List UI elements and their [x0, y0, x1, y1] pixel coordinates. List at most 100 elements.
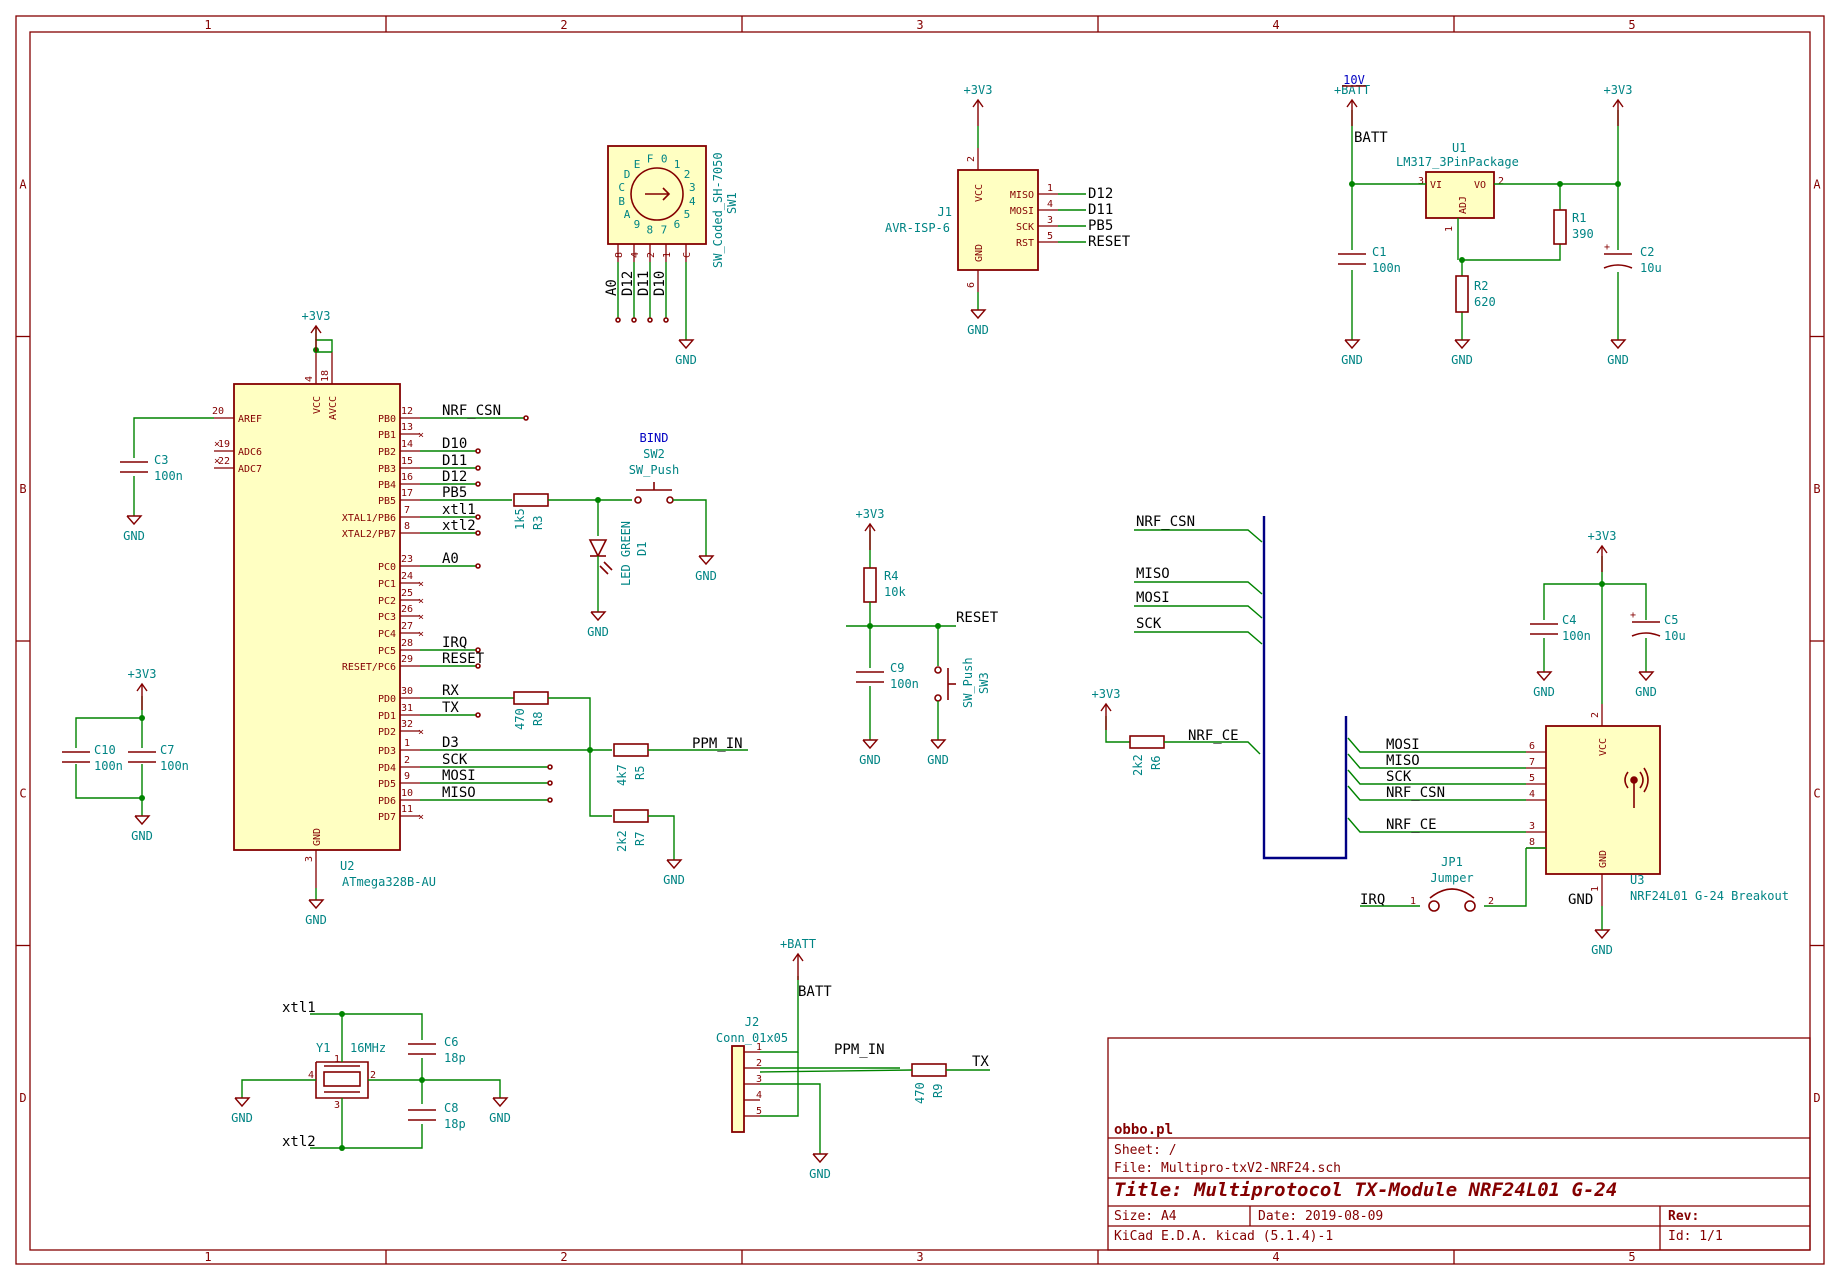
c10-ref: C10: [94, 743, 116, 757]
u2-pin-num: 2: [404, 755, 410, 766]
u2-value: ATmega328B-AU: [342, 875, 436, 889]
u1-pin-vo: 2: [1498, 176, 1504, 187]
bus-entry-wire: [1347, 785, 1526, 801]
u2-pin-num: 7: [404, 505, 410, 516]
power-label: +3V3: [302, 309, 331, 323]
u2-pin-name: PC1: [378, 579, 396, 590]
j1-gnd: GND: [974, 244, 985, 262]
net-end: [475, 530, 481, 536]
power-label: +3V3: [1092, 687, 1121, 701]
u2-pin-name: PB3: [378, 464, 396, 475]
c4-value: 100n: [1562, 629, 1591, 643]
frame-col-label: 3: [916, 18, 923, 32]
u2-pin-name: PD2: [378, 727, 396, 738]
power-up-icon: [310, 324, 322, 334]
u2-pin-num: 9: [404, 771, 410, 782]
u2-net-label: IRQ: [442, 635, 467, 651]
j1-vcc: VCC: [974, 184, 985, 202]
u3-net-label: MOSI: [1386, 737, 1420, 753]
sw1-pin-num: 4: [630, 252, 641, 258]
net-end: [615, 317, 621, 323]
frame-row-label: D: [19, 1091, 26, 1105]
net-end: [475, 481, 481, 487]
u2-pin-name: PD1: [378, 711, 396, 722]
frame-row-label: A: [1813, 177, 1821, 191]
u2-net-label: xtl2: [442, 518, 476, 534]
r1-ref: R1: [1572, 211, 1586, 225]
u2-pin-name: PB4: [378, 480, 396, 491]
reset-section: RESET R4 10k C9 100n SW_Push SW3: [846, 530, 999, 740]
u2-pin-num: 22: [218, 456, 230, 467]
u2-net-label: RX: [442, 683, 459, 699]
ground-label: GND: [131, 829, 153, 843]
ground-icon: [930, 739, 947, 750]
j1-pin-num: 1: [1047, 183, 1053, 194]
ground-label: GND: [859, 753, 881, 767]
u2-pin-name: PD7: [378, 812, 396, 823]
u2-pin-name: VCC: [312, 396, 323, 414]
u2-net-label: D10: [442, 436, 467, 452]
crystal-section: xtl1 xtl2 Y1 16MHz 1 2 3 4 C6 18p C8 18p: [241, 1000, 501, 1151]
u2-pin-num: 4: [304, 376, 315, 382]
j1-net-label: RESET: [1088, 234, 1131, 250]
u2-net-label: D11: [442, 453, 467, 469]
u3-pin-num: 8: [1529, 837, 1535, 848]
sw1-dial-label: C: [618, 181, 625, 194]
u2-pin-num: 13: [401, 422, 413, 433]
u3-net-label: NRF_CSN: [1386, 785, 1445, 801]
sw1-pin-num: 1: [662, 252, 673, 258]
j1-pin-num: 2: [966, 156, 977, 162]
sw1-dial-label: B: [618, 195, 625, 208]
u2-pin-num: 8: [404, 521, 410, 532]
c1-ref: C1: [1372, 245, 1386, 259]
sw3-ref: SW3: [977, 672, 991, 694]
sw1-dial-label: 6: [674, 218, 681, 231]
u3-pin-num: 3: [1529, 821, 1535, 832]
c6-value: 18p: [444, 1051, 466, 1065]
sw1-dial-label: 5: [684, 208, 691, 221]
jp1-p2: 2: [1488, 896, 1494, 907]
u2-pin-num: 25: [401, 588, 413, 599]
u2-pin-name: ADC7: [238, 464, 262, 475]
u1-ref: U1: [1452, 141, 1466, 155]
u2-pin-num: 26: [401, 604, 413, 615]
d1-value: LED GREEN: [619, 521, 633, 586]
u2-net-label: MISO: [442, 785, 476, 801]
ground-label: GND: [231, 1111, 253, 1125]
net-end: [547, 780, 553, 786]
j2-pin-num: 2: [756, 1058, 762, 1069]
title-size: Size: A4: [1114, 1209, 1177, 1224]
ground-icon: [698, 555, 715, 566]
bus-net-label: MOSI: [1136, 590, 1170, 606]
no-connect: ×: [418, 596, 424, 607]
j1-ref: J1: [938, 205, 952, 219]
j1-net-label: D11: [1088, 202, 1113, 218]
ground-icon: [1610, 339, 1627, 350]
ground-icon: [1594, 929, 1611, 940]
r8-ref: R8: [531, 712, 545, 726]
ground-label: GND: [663, 873, 685, 887]
ground-icon: [1638, 671, 1655, 682]
ground-label: GND: [809, 1167, 831, 1181]
j1-pin-num: 5: [1047, 231, 1053, 242]
u2-pin-num: 3: [304, 856, 315, 862]
y1-pin: 4: [308, 1070, 314, 1081]
u2-pin-num: 32: [401, 719, 413, 730]
ground-label: GND: [695, 569, 717, 583]
sw1-net-label: D12: [620, 271, 636, 296]
reset-net-label: RESET: [956, 610, 999, 626]
sw1-ref: SW1: [725, 192, 739, 214]
c9-ref: C9: [890, 661, 904, 675]
r2-value: 620: [1474, 295, 1496, 309]
net-end: [547, 797, 553, 803]
ground-icon: [812, 1153, 829, 1164]
ground-icon: [1536, 671, 1553, 682]
y1-pin: 3: [334, 1100, 340, 1111]
title-text: Title: Multiprotocol TX-Module NRF24L01 …: [1114, 1179, 1617, 1201]
r7-ref: R7: [633, 832, 647, 846]
power-up-icon: [864, 522, 876, 532]
ground-label: GND: [489, 1111, 511, 1125]
